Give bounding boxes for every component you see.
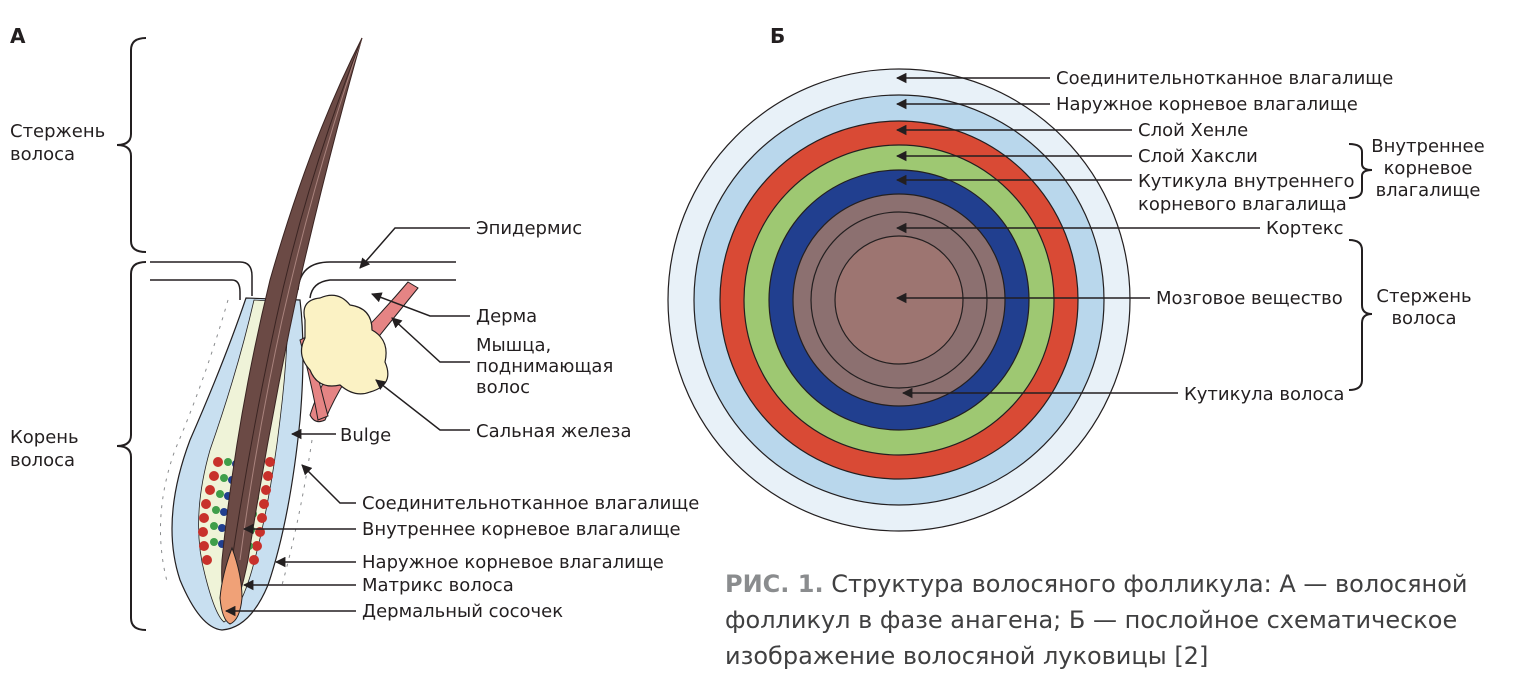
label-cortex: Кортекс: [1266, 218, 1344, 239]
bulb-cross-section: [667, 68, 1131, 532]
label-hair-cuticle: Кутикула волоса: [1184, 384, 1344, 405]
hair-follicle-illustration: [150, 37, 456, 631]
label-muscle-line2: поднимающая: [476, 356, 613, 377]
caption-text: Структура волосяного фолликула: А — воло…: [725, 570, 1468, 670]
caption-label: РИС. 1.: [725, 570, 824, 598]
label-huxley: Слой Хаксли: [1138, 146, 1258, 167]
label-bulge: Bulge: [340, 425, 391, 446]
label-henle: Слой Хенле: [1138, 120, 1248, 141]
dermis-leader: [371, 292, 470, 317]
shaft-group-line2: волоса: [1391, 308, 1456, 329]
label-epidermis: Эпидермис: [476, 218, 582, 239]
inner-sheath-group-line2: корневое: [1384, 158, 1473, 179]
figure-caption: РИС. 1. Структура волосяного фолликула: …: [725, 566, 1505, 674]
ring-cortex-inner: [810, 211, 988, 389]
root-label-line1: Корень: [10, 427, 79, 448]
label-outer-sheath-a: Наружное корневое влагалище: [362, 552, 664, 573]
root-brace: [116, 261, 147, 631]
panel-b-letter: Б: [770, 24, 785, 48]
shaft-group-brace: [1348, 239, 1373, 391]
label-ct-sheath-a: Соединительнотканное влагалище: [362, 493, 699, 514]
muscle-leader: [391, 317, 470, 363]
root-label-line2: волоса: [10, 450, 75, 471]
label-cuticle-inner-line2: корневого влагалища: [1138, 194, 1347, 215]
shaft-brace: [116, 37, 147, 253]
ring-medulla: [834, 235, 964, 365]
label-dermis: Дерма: [476, 306, 537, 327]
epidermis-leader: [359, 227, 470, 269]
label-papilla: Дермальный сосочек: [362, 601, 563, 622]
label-cuticle-inner-line1: Кутикула внутреннего: [1138, 171, 1355, 192]
ct-sheath-a-leader: [301, 464, 356, 504]
label-medulla: Мозговое вещество: [1156, 288, 1343, 309]
shaft-group-line1: Стержень: [1376, 286, 1471, 307]
label-sebaceous: Сальная железа: [476, 421, 632, 442]
label-muscle-line3: волос: [476, 377, 530, 398]
label-outer-sheath-b: Наружное корневое влагалище: [1056, 94, 1358, 115]
panel-a-letter: А: [10, 24, 26, 48]
inner-sheath-group-line1: Внутреннее: [1371, 136, 1484, 157]
sebaceous-leader: [375, 379, 470, 431]
shaft-label-line1: Стержень: [10, 121, 105, 142]
label-inner-sheath-a: Внутреннее корневое влагалище: [362, 519, 681, 540]
label-matrix: Матрикс волоса: [362, 575, 514, 596]
inner-sheath-group-line3: влагалище: [1376, 180, 1481, 201]
label-ct-sheath-b: Соединительнотканное влагалище: [1056, 68, 1393, 89]
inner-sheath-brace: [1348, 143, 1373, 199]
label-muscle-line1: Мышца,: [476, 335, 551, 356]
shaft-label-line2: волоса: [10, 144, 75, 165]
